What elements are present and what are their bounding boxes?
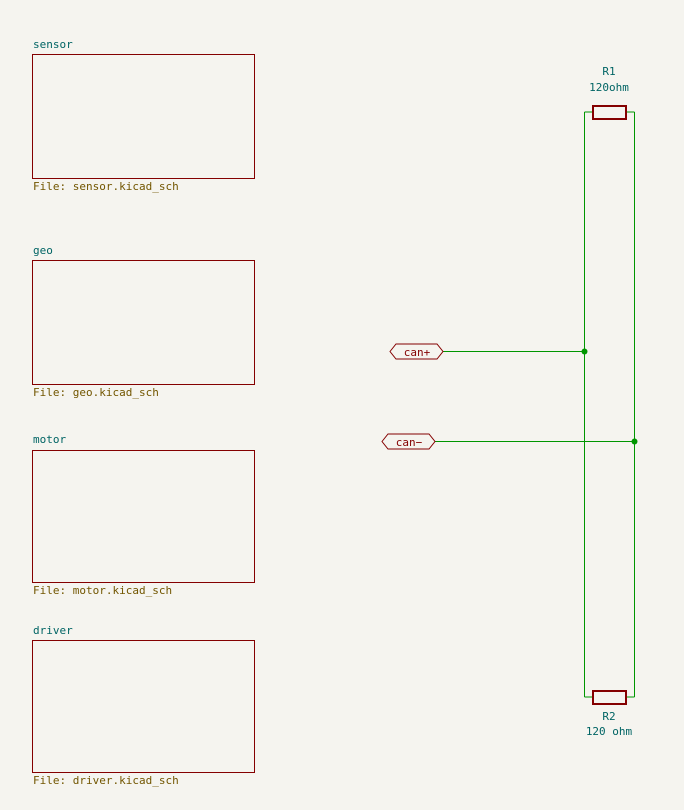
global-label-can-minus-shape[interactable]: [381, 433, 436, 450]
sheet-geo[interactable]: [32, 260, 255, 385]
wires: [435, 111, 635, 698]
sheet-file-driver: File: driver.kicad_sch: [33, 774, 179, 787]
sheet-name-geo: geo: [33, 244, 53, 257]
resistor-r1-ref: R1: [602, 65, 615, 78]
sheet-file-motor: File: motor.kicad_sch: [33, 584, 173, 597]
resistor-r2-body[interactable]: [592, 690, 627, 705]
sheet-sensor[interactable]: [32, 54, 255, 179]
sheet-name-driver: driver: [33, 624, 73, 637]
sheet-motor[interactable]: [32, 450, 255, 583]
resistor-r2-ref: R2: [602, 710, 615, 723]
global-label-can-plus-text: can+: [404, 346, 431, 359]
resistor-r1-value: 120ohm: [589, 81, 629, 94]
junction-dot: [631, 438, 638, 445]
resistor-r1-body[interactable]: [592, 105, 627, 120]
sheet-file-geo: File: geo.kicad_sch: [33, 386, 159, 399]
sheet-name-motor: motor: [33, 433, 67, 446]
sheet-file-sensor: File: sensor.kicad_sch: [33, 180, 179, 193]
global-label-can-minus[interactable]: can−: [381, 433, 436, 450]
global-label-can-plus-shape[interactable]: [389, 343, 444, 360]
resistor-r2[interactable]: R2 120 ohm: [586, 690, 633, 738]
sheet-driver[interactable]: [32, 640, 255, 773]
sheet-name-sensor: sensor: [33, 38, 73, 51]
junction-dot: [581, 348, 588, 355]
resistor-r1[interactable]: R1 120ohm: [589, 65, 629, 120]
global-label-can-plus[interactable]: can+: [389, 343, 444, 360]
global-label-can-minus-text: can−: [396, 436, 423, 449]
resistor-r2-value: 120 ohm: [586, 725, 633, 738]
